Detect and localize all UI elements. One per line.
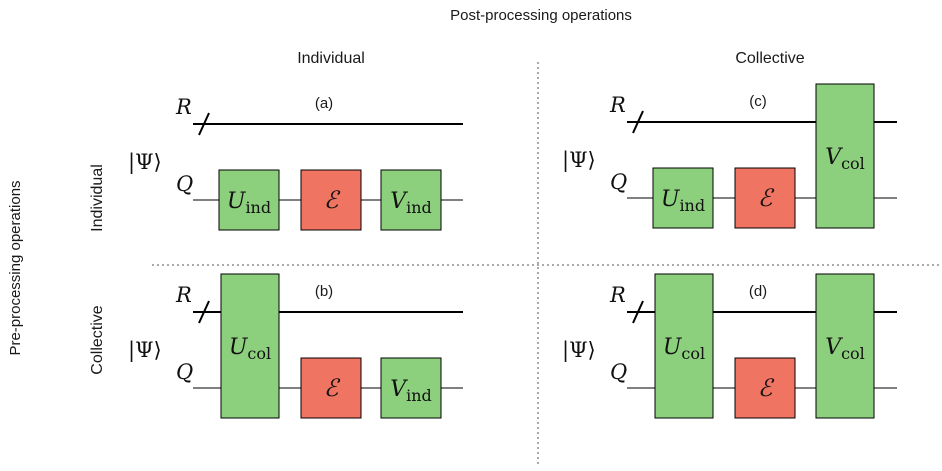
input-state: |Ψ⟩ [128,150,162,175]
gate-symbol: Ucol [229,335,271,363]
register-slash [632,110,644,134]
gate-symbol: ℰ [758,184,775,212]
gate-box [734,357,796,419]
wire-label-q: Q [610,170,627,194]
gate-box [300,169,362,231]
input-state: |Ψ⟩ [128,338,162,363]
gate-symbol: Vind [390,377,432,405]
wire-label-r: R [609,93,626,117]
register-slash [198,300,210,324]
gate-symbol: Uind [661,187,705,215]
gate-box [815,83,875,229]
gate-box [380,357,442,419]
gate-symbol: Vcol [825,145,865,173]
pre-processing-heading: Pre-processing operations [7,180,24,355]
row-heading-collective: Collective [89,305,106,374]
gate-box [654,273,714,419]
wire-label-q: Q [610,360,627,384]
wire-label-q: Q [176,360,193,384]
column-heading-collective: Collective [735,50,804,67]
gate-box [734,167,796,229]
gate-symbol: Vcol [825,335,865,363]
v-col-gate: Vcol [815,83,875,229]
gate-box [220,273,280,419]
wire-label-r: R [175,95,192,119]
v-ind-gate: Vind [380,169,442,231]
u-col-gate: Ucol [654,273,714,419]
gate-symbol: ℰ [324,374,341,402]
u-ind-gate: Uind [652,167,714,229]
column-heading-individual: Individual [297,50,365,67]
channel-e-gate: ℰ [300,357,362,419]
panel-label: (b) [315,283,333,300]
gate-box [815,273,875,419]
channel-e-gate: ℰ [734,167,796,229]
v-ind-gate: Vind [380,357,442,419]
gate-symbol: ℰ [758,374,775,402]
u-col-gate: Ucol [220,273,280,419]
gate-symbol: Uind [227,189,271,217]
gate-symbol: Ucol [663,335,705,363]
register-slash [632,300,644,324]
circuit-panel-c: R Q |Ψ⟩ (c) Uind ℰ Vcol [562,83,897,229]
input-state: |Ψ⟩ [562,338,596,363]
gate-box [380,169,442,231]
gate-box [218,169,280,231]
gate-symbol: ℰ [324,186,341,214]
v-col-gate: Vcol [815,273,875,419]
gate-box [652,167,714,229]
circuit-panel-a: R Q |Ψ⟩ (a) Uind ℰ Vind [128,95,463,231]
post-processing-heading: Post-processing operations [450,7,632,24]
gate-box [300,357,362,419]
channel-e-gate: ℰ [734,357,796,419]
channel-e-gate: ℰ [300,169,362,231]
register-slash [198,112,210,136]
panel-label: (a) [315,95,333,112]
wire-label-q: Q [176,172,193,196]
panel-label: (d) [749,283,767,300]
u-ind-gate: Uind [218,169,280,231]
gate-symbol: Vind [390,189,432,217]
wire-label-r: R [609,283,626,307]
input-state: |Ψ⟩ [562,148,596,173]
wire-label-r: R [175,283,192,307]
panel-label: (c) [749,93,767,110]
row-heading-individual: Individual [89,164,106,232]
